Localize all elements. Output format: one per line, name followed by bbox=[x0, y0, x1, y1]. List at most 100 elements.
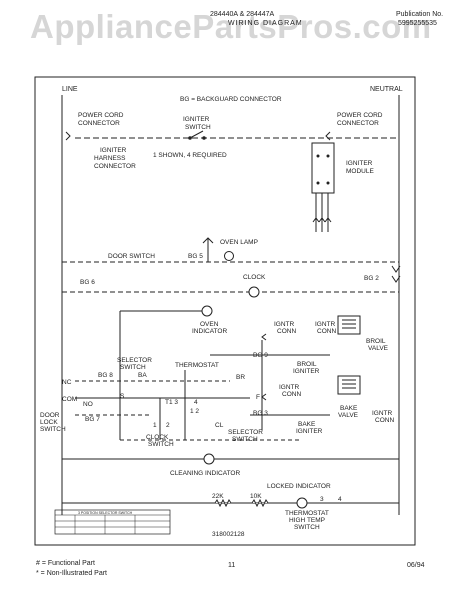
power-cord-left-connector-icon bbox=[65, 131, 71, 141]
selector-switch-table bbox=[54, 509, 171, 535]
ignitr-conn-4-label-1: IGNTR bbox=[372, 410, 393, 417]
high-temp-label-3: SWITCH bbox=[294, 524, 320, 531]
nc-label: NC bbox=[62, 379, 72, 386]
bake-igniter-label-1: BAKE bbox=[298, 421, 316, 428]
oven-lamp-label: OVEN LAMP bbox=[220, 239, 258, 246]
door-lock-label-1: DOOR bbox=[40, 412, 60, 419]
br-label: BR bbox=[236, 374, 245, 381]
bg5-label: BG 5 bbox=[188, 253, 203, 260]
oven-indicator-icon bbox=[201, 305, 213, 317]
no-label: NO bbox=[83, 401, 93, 408]
door-lock-label-2: LOCK bbox=[40, 419, 58, 426]
ignitr-conn-2-label-2: CONN bbox=[317, 328, 336, 335]
selector-table-title: 3 POSITION SELECTOR SWITCH bbox=[78, 511, 133, 515]
tstat-4-label: 4 bbox=[338, 496, 342, 503]
ignitr-conn-2-label-1: IGNTR bbox=[315, 321, 336, 328]
locked-indicator-label: LOCKED INDICATOR bbox=[267, 483, 331, 490]
four-label: 4 bbox=[194, 399, 198, 406]
bake-valve-label-1: BAKE bbox=[340, 405, 358, 412]
ignitr-conn-4-label-2: CONN bbox=[375, 417, 394, 424]
selector-switch-2-label-1: SELECTOR bbox=[228, 429, 263, 436]
bg5-arrow-icon bbox=[202, 237, 214, 244]
diagram-frame bbox=[34, 76, 416, 546]
igniter-harness-label-1: IGNITER bbox=[100, 147, 127, 154]
door-lock-label-3: SWITCH bbox=[40, 426, 66, 433]
clock-motor-icon bbox=[248, 286, 260, 298]
functional-part-note: # = Functional Part bbox=[36, 560, 95, 567]
bg6-label: BG 6 bbox=[80, 279, 95, 286]
bake-valve-label-2: VALVE bbox=[338, 412, 359, 419]
thermostat-label: THERMOSTAT bbox=[175, 362, 219, 369]
publication-number: 5995255535 bbox=[398, 20, 437, 27]
power-cord-right-label-2: CONNECTOR bbox=[337, 120, 379, 127]
publication-label: Publication No. bbox=[396, 11, 444, 18]
ba-label: BA bbox=[138, 372, 147, 379]
part-number-label: 318002128 bbox=[212, 531, 245, 538]
ignitr-conn-1-label-1: IGNTR bbox=[274, 321, 295, 328]
broil-igniter-label-2: IGNITER bbox=[293, 368, 320, 375]
power-cord-left-label-1: POWER CORD bbox=[78, 112, 124, 119]
igniter-outputs-icon bbox=[312, 193, 332, 232]
f-label: F bbox=[256, 394, 260, 401]
resistor-22k-icon bbox=[214, 498, 232, 508]
com-label: COM bbox=[62, 396, 77, 403]
bake-valve-icon bbox=[337, 375, 361, 395]
resistor-22k-label: 22K bbox=[212, 493, 224, 500]
watermark: AppliancePartsPros.com bbox=[30, 8, 432, 45]
t13-label: T1 3 bbox=[165, 399, 178, 406]
ignitr-conn-3-label-1: IGNTR bbox=[279, 384, 300, 391]
igniter-harness-label-3: CONNECTOR bbox=[94, 163, 136, 170]
diagram-subtitle: WIRING DIAGRAM bbox=[228, 20, 303, 27]
selector-switch-label-1: SELECTOR bbox=[117, 357, 152, 364]
cl-label: CL bbox=[215, 422, 224, 429]
clock-switch-label-1: CLOCK bbox=[146, 434, 169, 441]
ignitr-conn-1-label-2: CONN bbox=[277, 328, 296, 335]
door-switch-label: DOOR SWITCH bbox=[108, 253, 155, 260]
power-cord-right-connector-icon bbox=[325, 131, 331, 141]
broil-valve-icon bbox=[337, 315, 361, 335]
power-cord-left-label-2: CONNECTOR bbox=[78, 120, 120, 127]
cleaning-indicator-label: CLEANING INDICATOR bbox=[170, 470, 240, 477]
cleaning-indicator-icon bbox=[203, 453, 215, 465]
bg2-connector-icon bbox=[391, 265, 401, 283]
high-temp-label-2: HIGH TEMP bbox=[289, 517, 325, 524]
high-temp-label-1: THERMOSTAT bbox=[285, 510, 329, 517]
resistor-10k-icon bbox=[251, 498, 269, 508]
twelve-label: 1 2 bbox=[190, 408, 199, 415]
ignitr-conn-3-label-2: CONN bbox=[282, 391, 301, 398]
broil-igniter-label-1: BROIL bbox=[297, 361, 317, 368]
bake-igniter-label-2: IGNITER bbox=[296, 428, 323, 435]
neutral-label: NEUTRAL bbox=[370, 86, 403, 93]
clock-switch-label-2: SWITCH bbox=[148, 441, 174, 448]
igniter-harness-label-2: HARNESS bbox=[94, 155, 126, 162]
connector-arrow-icon bbox=[261, 333, 267, 401]
two-label: 2 bbox=[166, 422, 170, 429]
publication-date: 06/94 bbox=[407, 562, 425, 569]
bg-connector-legend: BG = BACKGUARD CONNECTOR bbox=[180, 96, 282, 103]
broil-valve-label-1: BROIL bbox=[366, 338, 386, 345]
oven-indicator-label-2: INDICATOR bbox=[192, 328, 227, 335]
selector-switch-2-label-2: SWITCH bbox=[232, 436, 258, 443]
line-label: LINE bbox=[62, 86, 78, 93]
selector-wiring bbox=[75, 311, 330, 441]
resistor-10k-label: 10K bbox=[250, 493, 262, 500]
power-cord-right-label-1: POWER CORD bbox=[337, 112, 383, 119]
bg8-label: BG 8 bbox=[98, 372, 113, 379]
igniter-module-icon bbox=[311, 142, 335, 194]
oven-lamp-icon bbox=[224, 251, 234, 261]
igniter-module-label-2: MODULE bbox=[346, 168, 374, 175]
model-numbers: 284440A & 284447A bbox=[210, 11, 275, 18]
shown-required-note: 1 SHOWN, 4 REQUIRED bbox=[153, 152, 227, 159]
igniter-module-label-1: IGNITER bbox=[346, 160, 373, 167]
igniter-switch-label-2: SWITCH bbox=[185, 124, 211, 131]
bg3-label: BG 3 bbox=[253, 410, 268, 417]
bg2-label: BG 2 bbox=[364, 275, 379, 282]
oven-indicator-label-1: OVEN bbox=[200, 321, 219, 328]
igniter-switch-icon bbox=[188, 130, 206, 140]
page-number: 11 bbox=[228, 562, 236, 569]
s-label: S bbox=[120, 393, 125, 400]
locked-indicator-icon bbox=[296, 497, 308, 509]
one-label: 1 bbox=[153, 422, 157, 429]
tstat-3-label: 3 bbox=[320, 496, 324, 503]
